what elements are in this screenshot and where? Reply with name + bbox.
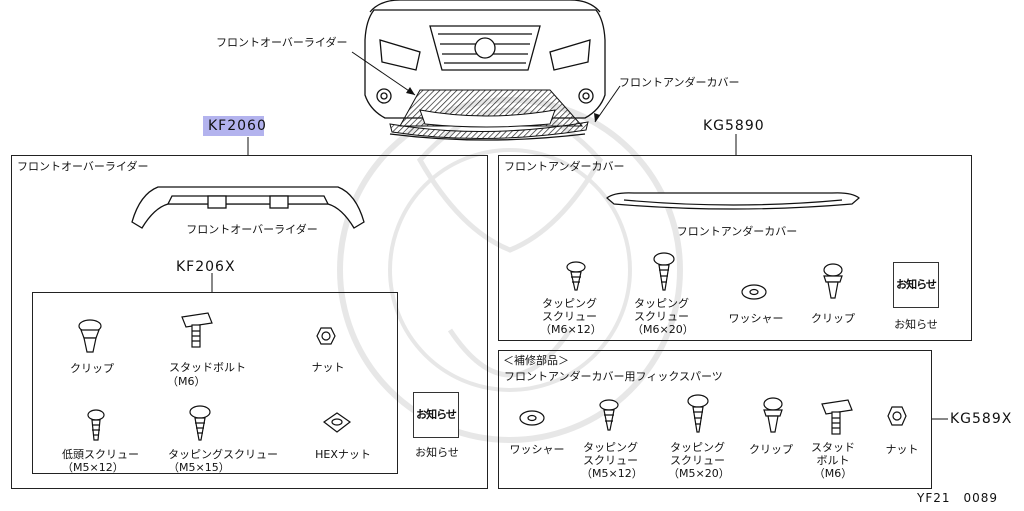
footer-code: YF21 0089 bbox=[917, 491, 999, 505]
vehicle-label-front-under-cover: フロントアンダーカバー bbox=[619, 76, 740, 89]
part-code-kg589x[interactable]: KG589X bbox=[950, 411, 1013, 427]
stud-bolt-bottom-size: （M6） bbox=[813, 467, 853, 480]
nut-label-bottom: ナット bbox=[885, 443, 919, 456]
clip-label-top: クリップ bbox=[811, 312, 855, 325]
clip-bottom-part bbox=[763, 397, 783, 433]
low-head-screw-label: 低頭スクリュー bbox=[62, 448, 139, 461]
part-code-kf2060[interactable]: KF2060 bbox=[208, 118, 267, 134]
washer-label-bottom: ワッシャー bbox=[509, 443, 565, 456]
tapping-screw-size: （M5×15） bbox=[168, 461, 230, 474]
repair-heading: ＜補修部品＞ bbox=[503, 354, 569, 367]
washer-label-top: ワッシャー bbox=[728, 312, 784, 325]
tapping-m6x20-label-1: タッピング bbox=[634, 297, 689, 310]
part-code-kf206x[interactable]: KF206X bbox=[176, 259, 236, 275]
panel-title-front-under-cover: フロントアンダーカバー bbox=[504, 160, 625, 173]
tapping-m5x12-size: （M5×12） bbox=[581, 467, 643, 480]
tapping-screw-part bbox=[189, 405, 211, 441]
vehicle-front-illustration bbox=[364, 0, 606, 141]
tapping-screw-m6x20-part bbox=[653, 252, 675, 291]
nut-bottom-part bbox=[887, 406, 907, 426]
tapping-m5x20-size: （M5×20） bbox=[668, 467, 730, 480]
tapping-m5x12-label-1: タッピング bbox=[583, 441, 638, 454]
notice-card-left: お知らせ bbox=[413, 392, 459, 438]
tapping-m5x20-label-2: スクリュー bbox=[670, 454, 725, 467]
front-under-cover-part bbox=[606, 192, 860, 210]
clip-label-bottom: クリップ bbox=[749, 443, 793, 456]
washer-bottom-part bbox=[519, 410, 545, 426]
stud-bolt-part bbox=[181, 312, 213, 348]
tapping-m5x20-label-1: タッピング bbox=[670, 441, 725, 454]
tapping-m6x20-size: （M6×20） bbox=[632, 323, 694, 336]
tapping-m6x20-label-2: スクリュー bbox=[634, 310, 689, 323]
stud-bolt-label: スタッドボルト bbox=[169, 361, 246, 374]
tapping-m5x12-label-2: スクリュー bbox=[583, 454, 638, 467]
vehicle-label-front-over-rider: フロントオーバーライダー bbox=[216, 36, 348, 49]
panel-title-front-over-rider: フロントオーバーライダー bbox=[17, 160, 149, 173]
nut-label: ナット bbox=[311, 361, 345, 374]
panel-repair-parts bbox=[498, 350, 932, 489]
tapping-screw-m6x12-part bbox=[566, 261, 586, 291]
hex-nut-label: HEXナット bbox=[315, 448, 371, 461]
washer-part bbox=[741, 284, 767, 300]
tapping-m6x12-label-2: スクリュー bbox=[542, 310, 597, 323]
tapping-screw-m5x20-part bbox=[687, 394, 709, 433]
low-head-screw-part bbox=[87, 409, 105, 441]
notice-label-top: お知らせ bbox=[894, 318, 938, 331]
tapping-screw-label: タッピングスクリュー bbox=[168, 448, 278, 461]
hex-nut-part bbox=[322, 412, 352, 433]
clip-part bbox=[78, 319, 102, 353]
tapping-screw-m5x12-part bbox=[599, 399, 619, 431]
low-head-screw-size: （M5×12） bbox=[62, 461, 124, 474]
tapping-m6x12-size: （M6×12） bbox=[540, 323, 602, 336]
stud-bolt-bottom-part bbox=[821, 399, 853, 435]
panel-front-over-rider bbox=[11, 155, 488, 489]
front-under-cover-part-label: フロントアンダーカバー bbox=[676, 225, 798, 238]
clip-top-part bbox=[823, 263, 843, 299]
panel-front-under-cover bbox=[498, 155, 972, 341]
nut-part bbox=[316, 327, 336, 345]
notice-card-top: お知らせ bbox=[893, 262, 939, 308]
repair-subheading: フロントアンダーカバー用フィックスパーツ bbox=[504, 370, 723, 383]
stud-bolt-bottom-label-2: ボルト bbox=[816, 454, 850, 467]
stud-bolt-size: （M6） bbox=[167, 375, 206, 388]
part-code-kg5890[interactable]: KG5890 bbox=[703, 118, 765, 134]
notice-label-left: お知らせ bbox=[415, 446, 459, 459]
clip-label: クリップ bbox=[70, 362, 114, 375]
panel-kf206x-parts bbox=[32, 292, 398, 474]
tapping-m6x12-label-1: タッピング bbox=[542, 297, 597, 310]
front-over-rider-part-label: フロントオーバーライダー bbox=[186, 223, 318, 236]
front-over-rider-part bbox=[131, 186, 365, 229]
part-code-highlight bbox=[203, 116, 264, 136]
stud-bolt-bottom-label-1: スタッド bbox=[811, 441, 855, 454]
